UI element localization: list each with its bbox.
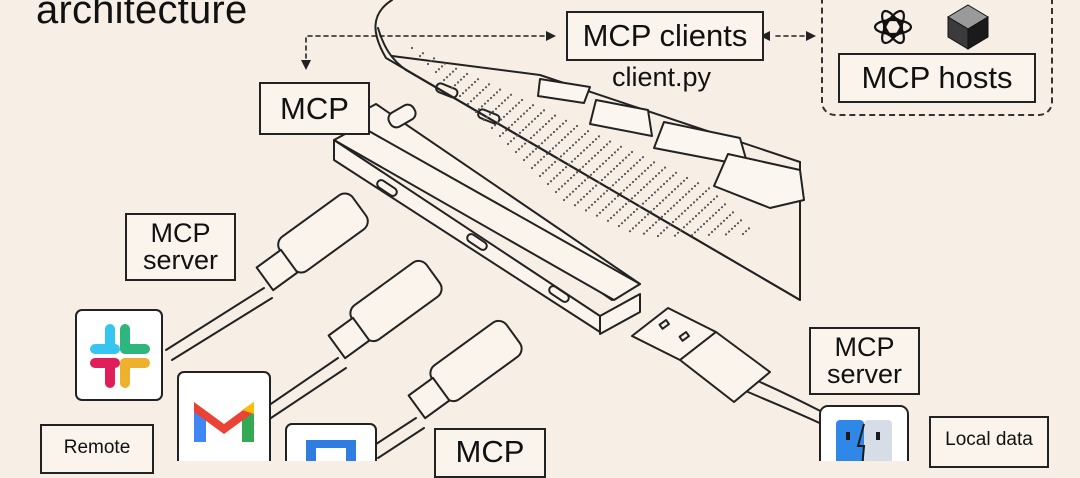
finder-icon [819, 405, 909, 461]
mcp-box: MCP [259, 82, 370, 135]
remote-box: Remote [40, 424, 154, 474]
usb-c-cable-2 [261, 259, 443, 421]
host-cube-icon [947, 4, 989, 50]
usb-c-cable-3 [369, 319, 523, 459]
calendar-icon [285, 423, 377, 461]
client-file-label: client.py [612, 62, 712, 92]
mcp-hosts-box: MCP hosts [838, 53, 1036, 103]
laptop-speaker-grill [410, 46, 751, 238]
openai-icon [873, 9, 913, 45]
mcp-label: MCP [280, 90, 349, 126]
architecture-diagram [75, 0, 989, 461]
mcp-server-box-left: MCP server [125, 213, 236, 281]
mcp-server-left-line2: server [142, 245, 218, 275]
mcp-hub [333, 103, 641, 335]
mcp-hosts-group [821, 0, 1053, 116]
gmail-icon [177, 371, 271, 461]
arrow-heads [301, 31, 816, 70]
mcp-server-box-right: MCP server [809, 327, 920, 395]
usb-a-cable [631, 307, 835, 429]
mcp-clients-label: MCP clients [582, 18, 748, 53]
mcp-server-right-line1: MCP [834, 332, 895, 362]
client-host-connector [305, 35, 807, 67]
usb-c-cable-1 [165, 192, 369, 361]
local-data-box: Local data [929, 416, 1049, 468]
laptop-illustration [374, 0, 805, 301]
mcp-server-left-line1: MCP [150, 218, 211, 248]
remote-label: Remote [63, 437, 131, 458]
diagram-title: architecture [36, 0, 248, 32]
slack-icon [75, 309, 163, 401]
mcp-bottom-box: MCP [434, 428, 546, 478]
mcp-clients-box: MCP clients [566, 11, 764, 61]
local-data-label: Local data [945, 429, 1033, 450]
mcp-hosts-label: MCP hosts [861, 60, 1013, 95]
mcp-server-right-line2: server [826, 359, 902, 389]
mcp-bottom-label: MCP [455, 434, 525, 469]
